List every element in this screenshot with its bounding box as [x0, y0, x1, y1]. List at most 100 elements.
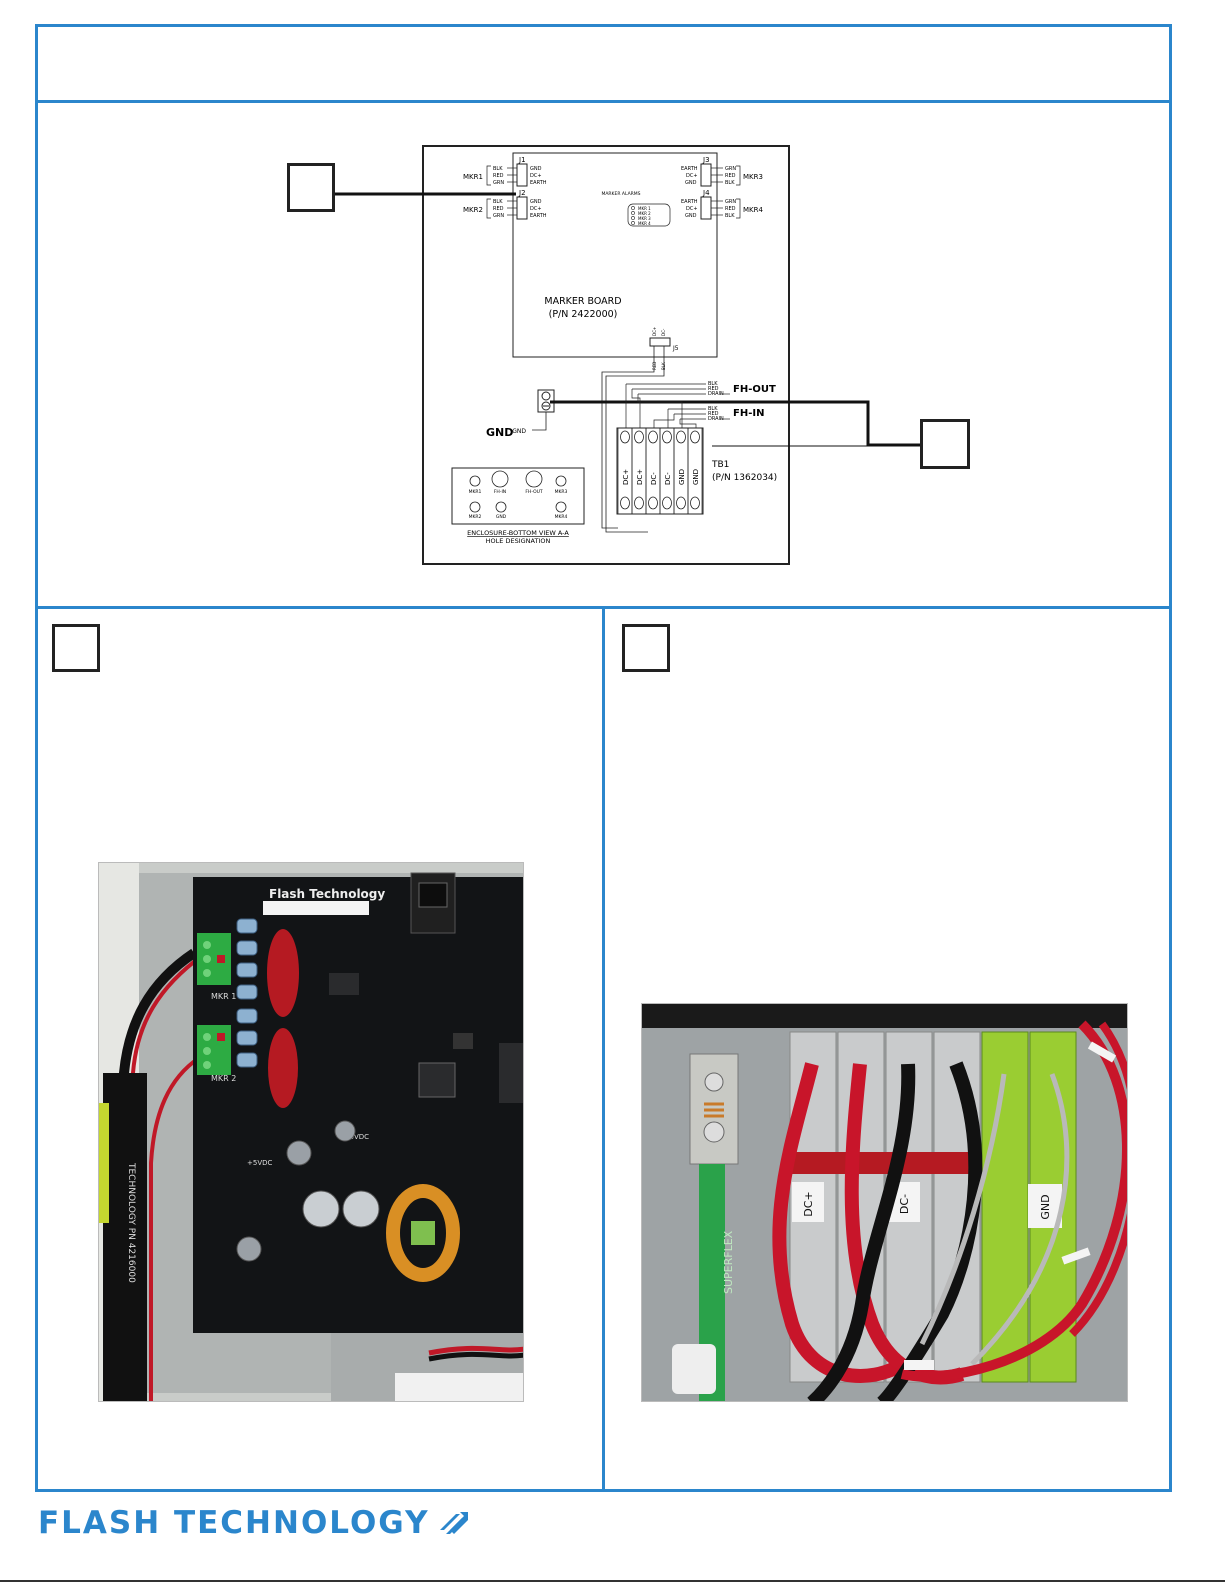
brand-arrow-icon: [439, 1512, 468, 1534]
green-wire-text: SUPERFLEX: [722, 1230, 735, 1294]
terminal-screw: [690, 496, 700, 510]
j3-label: J3: [702, 156, 710, 164]
brand-wordmark: FLASH TECHNOLOGY: [38, 1505, 430, 1541]
svg-text:MKR2: MKR2: [469, 514, 482, 520]
svg-text:RED: RED: [493, 206, 504, 212]
terminal-screw: [662, 430, 672, 444]
header-divider: [35, 100, 1172, 103]
terminal-screw: [676, 496, 686, 510]
svg-text:BLK: BLK: [725, 213, 735, 219]
terminal-label: DC+: [636, 469, 644, 485]
mkr2-label: MKR2: [463, 206, 483, 214]
gnd-terminal-label: GND: [1039, 1194, 1052, 1219]
wiring-diagram: J1 GND DC+ EARTH BLK RED GRN MKR1 J2 GND…: [335, 145, 920, 565]
enclosure-view-label: ENCLOSURE-BOTTOM VIEW A-A: [467, 529, 569, 537]
svg-text:MARKER ALARMS: MARKER ALARMS: [601, 191, 640, 197]
svg-text:BLK: BLK: [725, 180, 735, 186]
mkr4-label: MKR4: [743, 206, 763, 214]
svg-text:GRN: GRN: [493, 213, 504, 219]
svg-text:RED: RED: [708, 411, 719, 417]
terminal-screw: [634, 430, 644, 444]
svg-text:GRN: GRN: [493, 180, 504, 186]
svg-text:DC-: DC-: [661, 328, 666, 336]
callout-box-d: [622, 624, 670, 672]
svg-text:DC+: DC+: [530, 206, 542, 212]
mkr1-silk: MKR 1: [211, 992, 236, 1001]
marker-board-pn: (P/N 2422000): [549, 309, 618, 320]
j1-label: J1: [518, 156, 526, 164]
svg-text:DC+: DC+: [530, 173, 542, 179]
svg-text:MKR 4: MKR 4: [638, 221, 651, 226]
column-divider: [602, 606, 605, 1492]
svg-text:MKR 3: MKR 3: [638, 216, 651, 221]
j4-label: J4: [702, 189, 710, 197]
terminal-screw: [690, 430, 700, 444]
terminal-screw: [662, 496, 672, 510]
terminal-label: DC+: [622, 469, 630, 485]
mkr1-label: MKR1: [463, 173, 483, 181]
svg-text:FH-IN: FH-IN: [494, 489, 506, 495]
terminal-label: GND: [678, 469, 686, 485]
pcb-logo: Flash Technology: [269, 887, 385, 901]
svg-text:GND: GND: [496, 514, 507, 520]
terminal-screw: [648, 430, 658, 444]
svg-text:FH-OUT: FH-OUT: [525, 489, 543, 495]
svg-text:J5: J5: [672, 345, 679, 352]
svg-text:EARTH: EARTH: [681, 166, 698, 172]
svg-text:BLK: BLK: [661, 362, 666, 370]
tb1-label: TB1: [711, 460, 729, 470]
svg-text:BLK: BLK: [493, 199, 503, 205]
svg-text:DRAIN: DRAIN: [708, 416, 724, 422]
callout-box-b: [920, 419, 970, 469]
svg-text:+5VDC: +5VDC: [247, 1159, 272, 1167]
hole-designation-label: HOLE DESIGNATION: [486, 537, 551, 545]
svg-text:DC+: DC+: [686, 173, 698, 179]
svg-text:EARTH: EARTH: [530, 213, 547, 219]
svg-text:GRN: GRN: [725, 166, 736, 172]
terminal-column: [687, 427, 703, 515]
terminal-screw: [620, 430, 630, 444]
svg-text:DRAIN: DRAIN: [708, 391, 724, 397]
svg-text:RED: RED: [708, 386, 719, 392]
svg-text:GND: GND: [530, 199, 542, 205]
svg-text:EARTH: EARTH: [681, 199, 698, 205]
svg-text:MKR1: MKR1: [469, 489, 482, 495]
svg-text:GND: GND: [530, 166, 542, 172]
dcp-terminal-label: DC+: [802, 1191, 815, 1216]
dcm-terminal-label: DC-: [898, 1194, 911, 1214]
callout-box-c: [52, 624, 100, 672]
terminal-screw: [620, 496, 630, 510]
svg-text:RED: RED: [652, 362, 657, 370]
footer-brand: FLASH TECHNOLOGY: [38, 1505, 470, 1541]
callout-box-a: [287, 163, 335, 212]
svg-text:GND: GND: [685, 180, 697, 186]
terminal-label: DC-: [664, 472, 672, 485]
fh-in-label: FH-IN: [733, 408, 764, 419]
svg-text:MKR 1: MKR 1: [638, 206, 651, 211]
terminal-block-tb1: DC+ DC+ DC- DC- GND GND: [616, 427, 704, 515]
marker-board: [512, 152, 718, 358]
fh-out-label: FH-OUT: [733, 384, 776, 395]
cable-text: TECHNOLOGY PN 4216000: [126, 1162, 136, 1283]
mkr3-label: MKR3: [743, 173, 763, 181]
svg-text:GRN: GRN: [725, 199, 736, 205]
terminal-label: GND: [692, 469, 700, 485]
terminal-screw: [676, 430, 686, 444]
svg-text:DC+: DC+: [686, 206, 698, 212]
svg-text:BLK: BLK: [493, 166, 503, 172]
terminal-screw: [648, 496, 658, 510]
mkr2-silk: MKR 2: [211, 1074, 236, 1083]
svg-text:EARTH: EARTH: [530, 180, 547, 186]
gnd-label: GND: [486, 426, 513, 439]
svg-text:BLK: BLK: [708, 381, 718, 387]
svg-text:MKR4: MKR4: [555, 514, 568, 520]
j2-label: J2: [518, 189, 526, 197]
svg-text:MKR3: MKR3: [555, 489, 568, 495]
marker-board-photo: TECHNOLOGY PN 4216000 Flash Technology M…: [98, 862, 524, 1402]
gnd-small-label: GND: [512, 428, 526, 435]
terminal-block-photo: SUPERFLEX DC+ DC- GND: [641, 1003, 1128, 1402]
terminal-screw: [634, 496, 644, 510]
terminal-label: DC-: [650, 472, 658, 485]
tb1-pn: (P/N 1362034): [712, 473, 777, 483]
svg-text:BLK: BLK: [708, 406, 718, 412]
